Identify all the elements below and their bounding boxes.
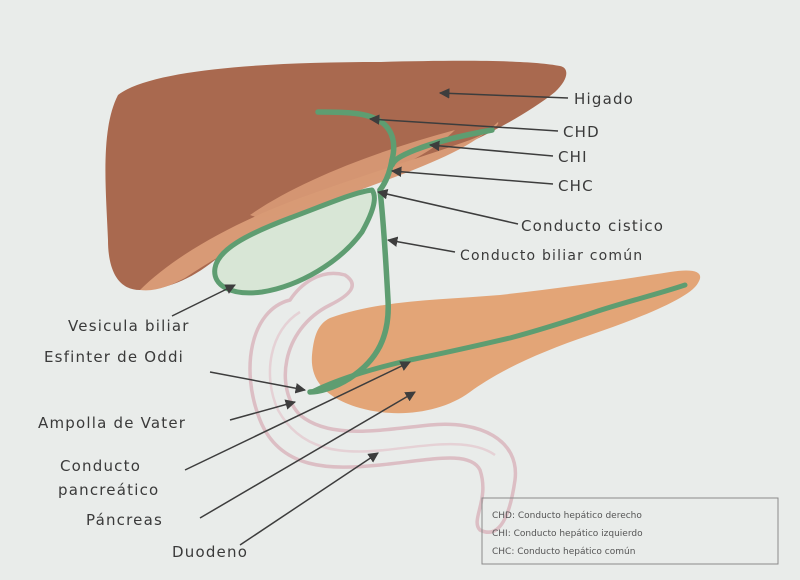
legend-box: CHD: Conducto hepático derecho CHI: Cond…: [482, 498, 778, 564]
legend-line-chc: CHC: Conducto hepático común: [492, 547, 635, 557]
arrow-ampolla: [230, 402, 295, 420]
pancreas: [312, 270, 700, 413]
label-pancreas: Páncreas: [86, 511, 163, 529]
label-cistico: Conducto cistico: [521, 217, 664, 235]
arrow-cistico: [378, 192, 518, 224]
label-duodeno: Duodeno: [172, 543, 248, 561]
label-vesicula: Vesicula biliar: [68, 317, 190, 335]
arrow-duodeno: [240, 453, 378, 545]
label-chc: CHC: [558, 177, 594, 195]
label-higado: Higado: [574, 90, 634, 108]
legend-line-chd: CHD: Conducto hepático derecho: [492, 511, 642, 521]
arrow-esfinter: [210, 372, 305, 390]
label-biliar-comun: Conducto biliar común: [460, 248, 643, 264]
label-chd: CHD: [563, 123, 600, 141]
legend-line-chi: CHI: Conducto hepático izquierdo: [492, 529, 643, 539]
arrow-biliar-comun: [388, 240, 455, 252]
label-chi: CHI: [558, 148, 588, 166]
label-conducto-pancreatico-2: pancreático: [58, 481, 159, 499]
arrow-chc: [392, 171, 553, 184]
label-ampolla: Ampolla de Vater: [38, 414, 186, 432]
arrow-vesicula: [172, 285, 235, 316]
label-esfinter: Esfinter de Oddi: [44, 348, 184, 366]
label-conducto-pancreatico-1: Conducto: [60, 457, 141, 475]
